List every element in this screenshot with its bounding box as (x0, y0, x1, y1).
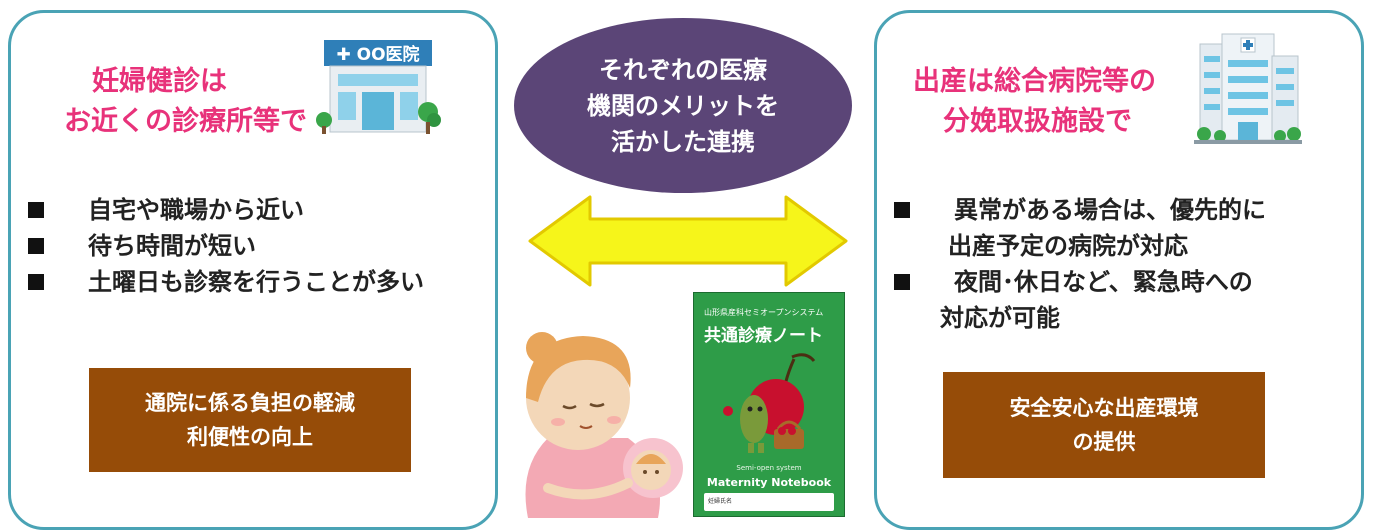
left-bullet-text: 待ち時間が短い (88, 232, 256, 260)
left-result-line-2: 利便性の向上 (187, 425, 313, 449)
bullet-square-icon (894, 202, 910, 218)
right-result-box: 安全安心な出産環境 の提供 (943, 372, 1265, 478)
right-bullet-item: 夜間･休日など、緊急時への (894, 264, 1253, 300)
center-oval: それぞれの医療 機関のメリットを 活かした連携 (514, 18, 852, 193)
clinic-sign-text: ✚ OO医院 (336, 44, 419, 65)
left-heading-line-2: お近くの診療所等で (64, 106, 307, 137)
center-oval-line-3: 活かした連携 (611, 127, 755, 156)
right-heading: 出産は総合病院等の 分娩取扱施設で (913, 62, 1156, 142)
right-heading-line-2: 分娩取扱施設で (943, 106, 1132, 137)
right-bullet-text: 異常がある場合は、優先的に (954, 196, 1266, 224)
pregnant-woman-illustration (525, 332, 683, 518)
right-result-line-2: の提供 (1072, 430, 1136, 454)
notebook-english-subtitle: Semi-open system (736, 464, 802, 472)
notebook-name-field: 妊婦氏名 (704, 493, 834, 511)
right-bullet-continuation: 対応が可能 (940, 304, 1060, 332)
right-bullet-list: 異常がある場合は、優先的に 出産予定の病院が対応 夜間･休日など、緊急時への 対… (894, 192, 1266, 336)
notebook-title: 共通診療ノート (704, 326, 823, 346)
bullet-square-icon (28, 238, 44, 254)
notebook-subtitle: 山形県産科セミオープンシステム (704, 308, 824, 317)
left-bullet-text: 自宅や職場から近い (88, 196, 304, 224)
right-bullet-continuation: 出産予定の病院が対応 (948, 232, 1188, 260)
left-result-box: 通院に係る負担の軽減 利便性の向上 (89, 368, 411, 472)
hospital-icon (1194, 33, 1302, 144)
left-result-line-1: 通院に係る負担の軽減 (145, 391, 355, 415)
bullet-square-icon (894, 274, 910, 290)
right-heading-line-1: 出産は総合病院等の (913, 66, 1156, 97)
center-oval-line-2: 機関のメリットを (587, 91, 779, 120)
right-result-line-1: 安全安心な出産環境 (1009, 396, 1199, 420)
maternity-notebook-image: 山形県産科セミオープンシステム 共通診療ノート Semi-open system… (693, 292, 845, 517)
left-heading: 妊婦健診は お近くの診療所等で (64, 62, 307, 142)
left-bullet-text: 土曜日も診察を行うことが多い (88, 268, 424, 296)
right-bullet-text: 夜間･休日など、緊急時への (954, 268, 1253, 296)
notebook-english-title: Maternity Notebook (706, 476, 832, 489)
bullet-square-icon (28, 274, 44, 290)
cherry-mascot-icon (723, 353, 816, 453)
bullet-square-icon (28, 202, 44, 218)
clinic-icon: ✚ OO医院 (316, 40, 441, 134)
double-arrow-icon (528, 195, 848, 287)
right-bullet-item: 異常がある場合は、優先的に (894, 192, 1266, 228)
center-oval-line-1: それぞれの医療 (599, 55, 767, 84)
left-heading-line-1: 妊婦健診は (92, 66, 227, 97)
